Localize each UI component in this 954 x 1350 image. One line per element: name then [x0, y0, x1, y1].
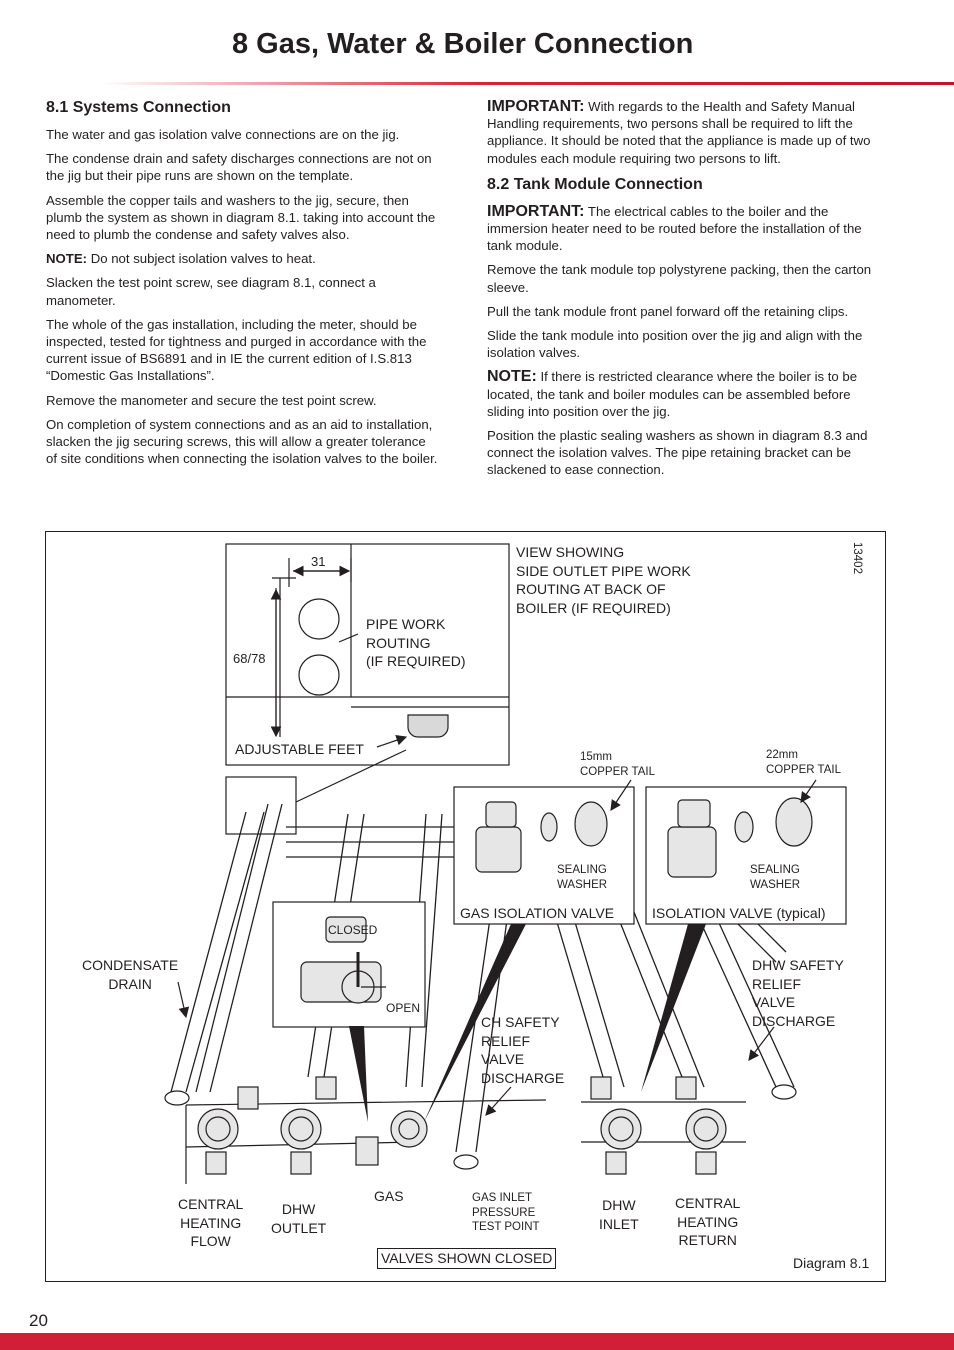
central-heating-return-label: CENTRAL HEATING RETURN: [675, 1195, 741, 1248]
pipe-routing-label: PIPE WORK ROUTING (IF REQUIRED): [366, 616, 466, 669]
sealing-washer-label: SEALING WASHER: [750, 864, 801, 891]
sealing-washer-label: SEALING WASHER: [557, 864, 608, 891]
important-text: With regards to the Health and Safety Ma…: [487, 99, 871, 166]
valves-shown-closed-label: VALVES SHOWN CLOSED: [377, 1248, 557, 1269]
important-label: IMPORTANT:: [487, 202, 585, 220]
paragraph: Remove the manometer and secure the test…: [46, 392, 377, 408]
gas-inlet-test-point-label: GAS INLET PRESSURE TEST POINT: [472, 1192, 540, 1233]
view-note: VIEW SHOWING SIDE OUTLET PIPE WORK ROUTI…: [516, 544, 691, 616]
dhw-inlet-label: DHW INLET: [599, 1197, 639, 1232]
note-label: NOTE:: [46, 251, 88, 267]
important-label: IMPORTANT:: [487, 98, 585, 115]
section-heading-8-2: 8.2 Tank Module Connection: [487, 175, 703, 193]
paragraph: The whole of the gas installation, inclu…: [46, 316, 427, 384]
dhw-safety-label: DHW SAFETY RELIEF VALVE DISCHARGE: [752, 957, 844, 1029]
note-paragraph: NOTE: Do not subject isolation valves to…: [46, 250, 438, 267]
right-column: IMPORTANT: With regards to the Health an…: [487, 98, 887, 486]
condensate-drain-label: CONDENSATE DRAIN: [82, 957, 179, 992]
paragraph: On completion of system connections and …: [46, 416, 438, 467]
paragraph: The condense drain and safety discharges…: [46, 151, 432, 184]
ch-safety-label: CH SAFETY RELIEF VALVE DISCHARGE: [481, 1014, 565, 1086]
paragraph: Pull the tank module front panel forward…: [487, 303, 849, 319]
paragraph: Position the plastic sealing washers as …: [487, 428, 868, 478]
isolation-valve-label: ISOLATION VALVE (typical): [652, 905, 826, 921]
section-heading-8-1: 8.1 Systems Connection: [46, 99, 231, 116]
gas-isolation-valve-label: GAS ISOLATION VALVE: [460, 905, 615, 921]
copper-tail-22-label: 22mm COPPER TAIL: [766, 749, 841, 776]
adjustable-feet-label: ADJUSTABLE FEET: [235, 741, 364, 757]
page-number: 20: [29, 1311, 48, 1330]
page-title: 8 Gas, Water & Boiler Connection: [232, 28, 694, 60]
note-text: Do not subject isolation valves to heat.: [87, 251, 316, 267]
gas-label: GAS: [374, 1188, 404, 1204]
note-label: NOTE:: [487, 368, 537, 386]
bottom-accent-bar: [0, 1333, 954, 1350]
open-label: OPEN: [386, 1001, 421, 1015]
important-paragraph: IMPORTANT: The electrical cables to the …: [487, 203, 887, 255]
important-text: The electrical cables to the boiler and …: [487, 203, 862, 254]
paragraph: Slacken the test point screw, see diagra…: [46, 275, 376, 308]
paragraph: Slide the tank module into position over…: [487, 328, 863, 361]
title-rule: [100, 82, 954, 85]
diagram-caption: Diagram 8.1: [793, 1255, 870, 1271]
note-paragraph: NOTE: If there is restricted clearance w…: [487, 368, 887, 420]
note-text: If there is restricted clearance where t…: [487, 369, 858, 419]
paragraph: The water and gas isolation valve connec…: [46, 127, 400, 142]
closed-label: CLOSED: [328, 923, 378, 937]
paragraph: Remove the tank module top polystyrene p…: [487, 262, 872, 295]
left-column: 8.1 Systems Connection The water and gas…: [46, 98, 438, 474]
copper-tail-15-label: 15mm COPPER TAIL: [580, 751, 655, 778]
important-paragraph: IMPORTANT: With regards to the Health an…: [487, 98, 887, 167]
paragraph: Assemble the copper tails and washers to…: [46, 192, 436, 243]
diagram-ref-number: 13402: [851, 542, 863, 574]
central-heating-flow-label: CENTRAL HEATING FLOW: [178, 1196, 244, 1249]
dimension-width: 31: [311, 554, 326, 569]
diagram-8-1: 13402 31 68/78 VIEW SHOWING SIDE OUTLET …: [45, 531, 886, 1282]
dhw-outlet-label: DHW OUTLET: [271, 1201, 327, 1236]
dimension-height: 68/78: [233, 651, 266, 666]
diagram-illustration: [164, 543, 847, 1184]
